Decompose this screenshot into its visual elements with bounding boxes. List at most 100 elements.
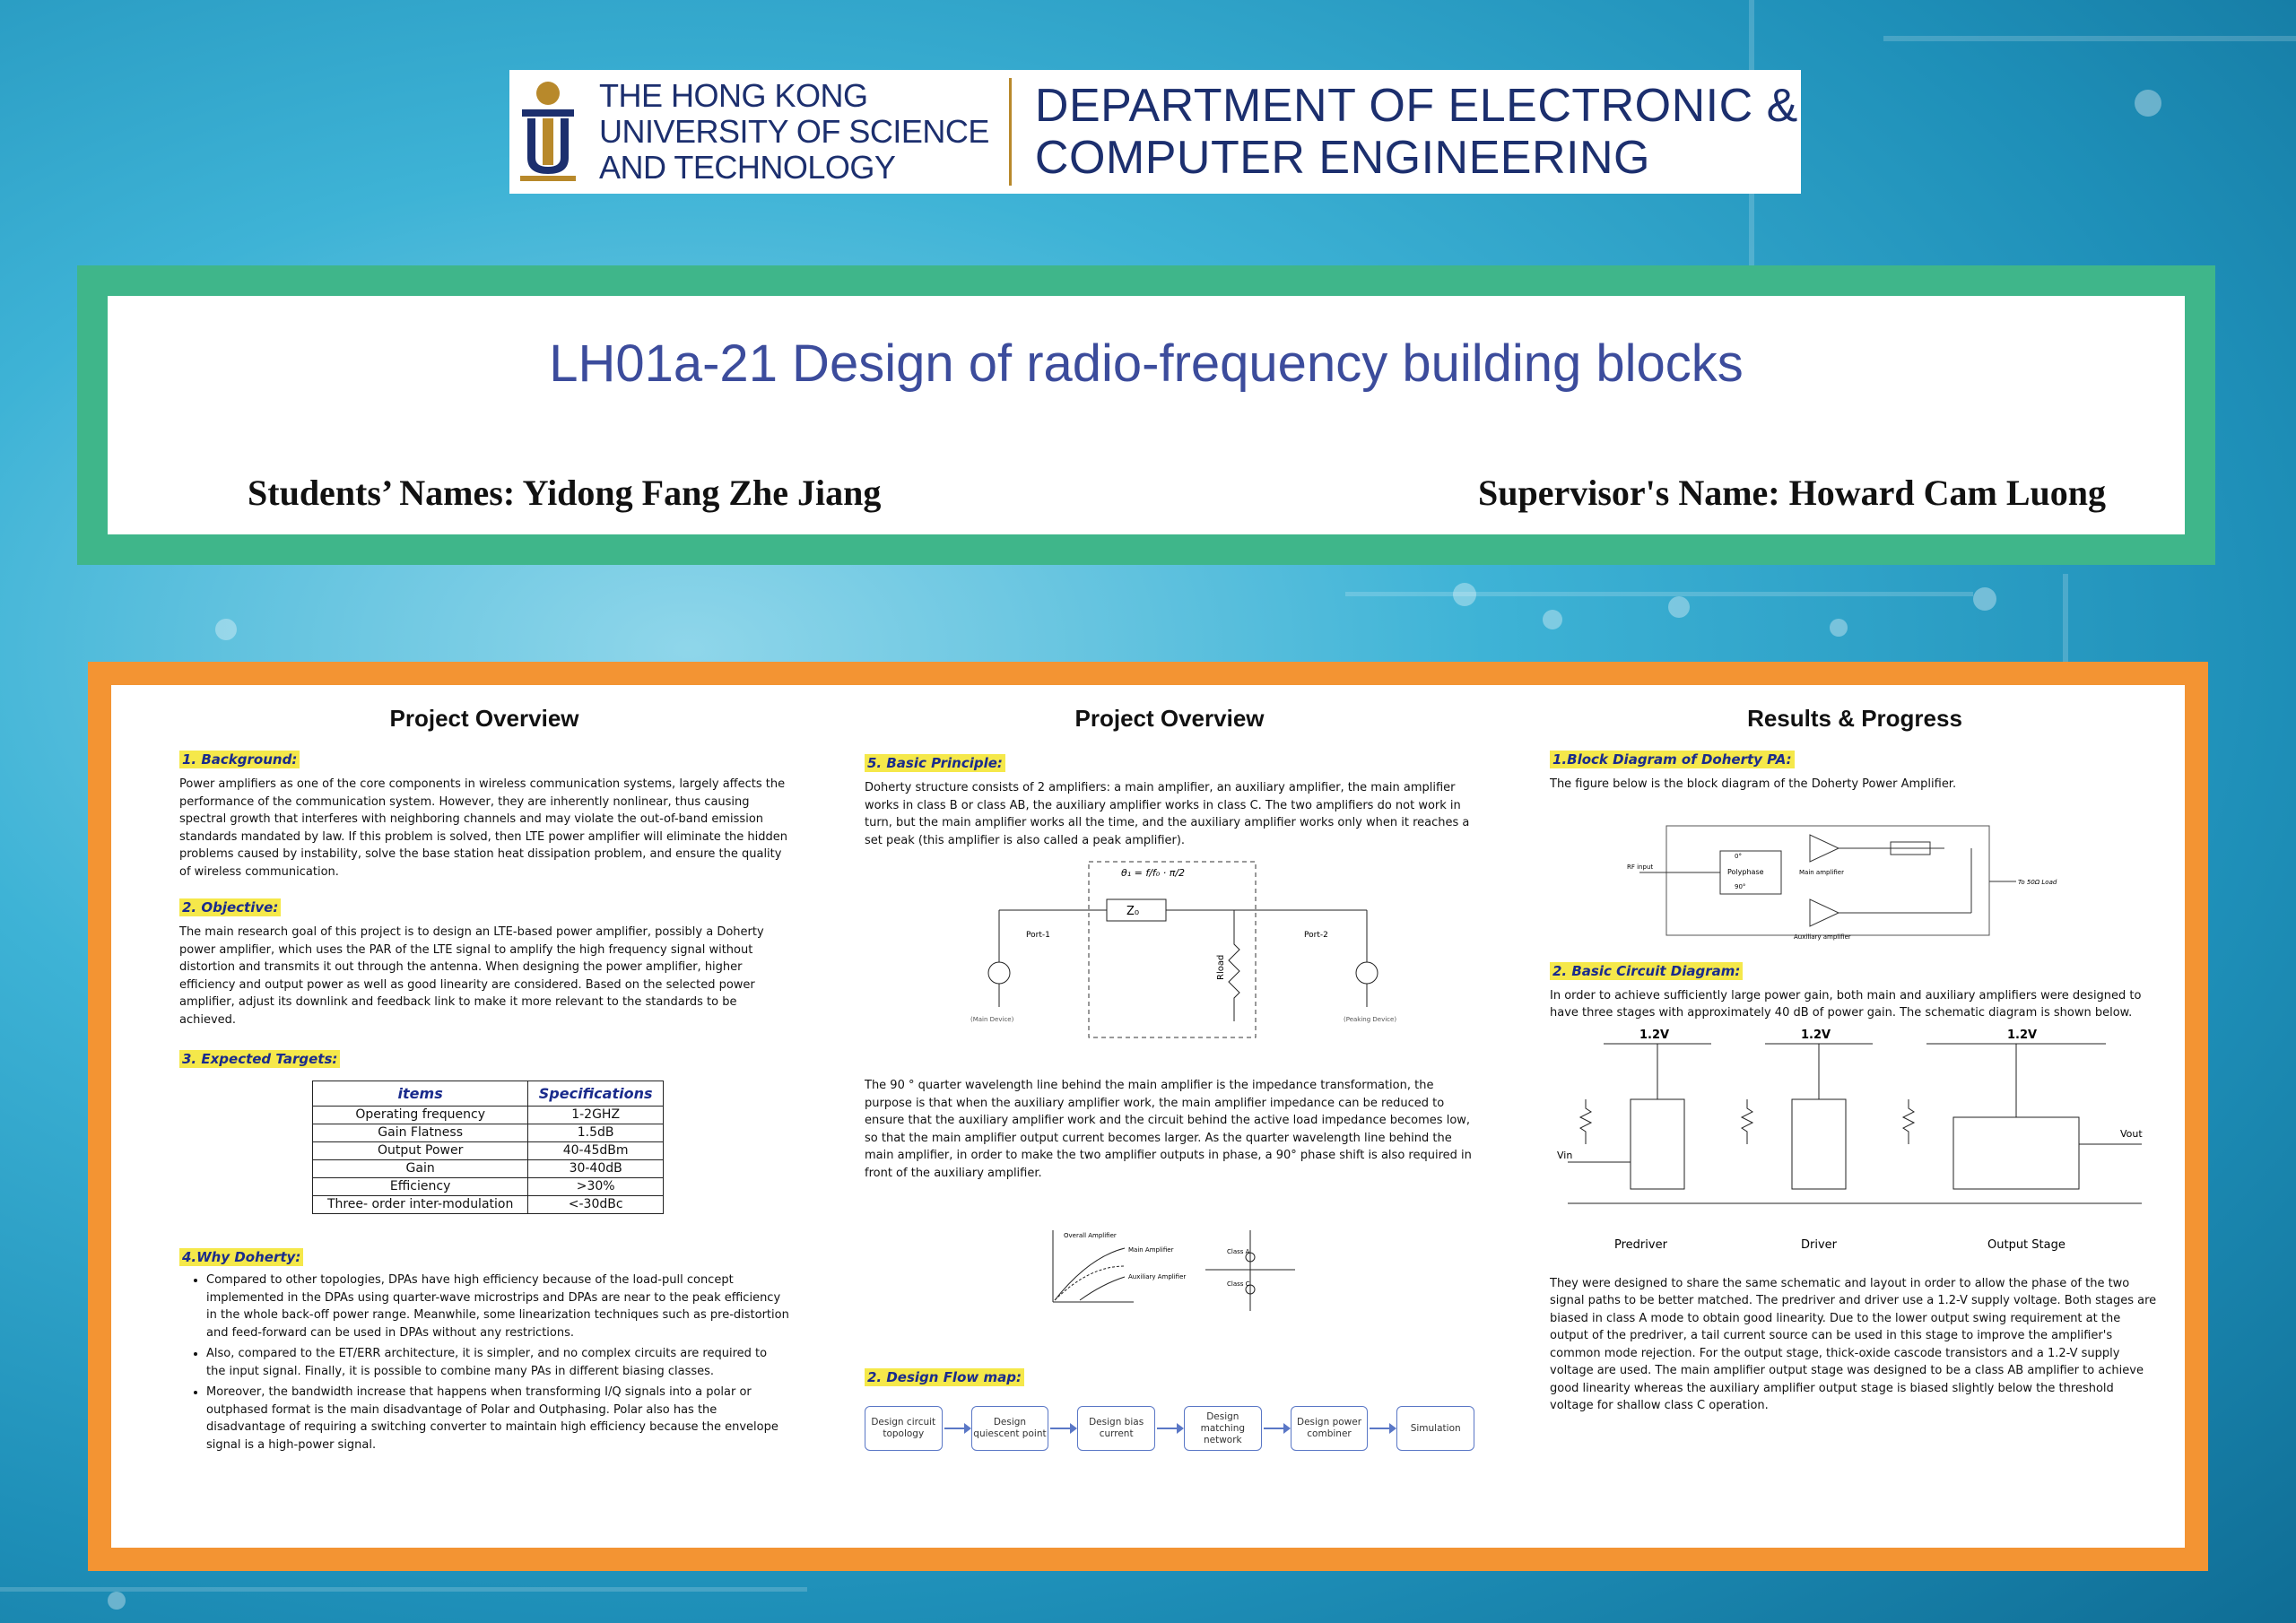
flow-arrow-icon: [944, 1423, 971, 1434]
flow-step: Simulation: [1396, 1406, 1474, 1451]
z0-label: Z₀: [1126, 905, 1139, 918]
background-paragraph: Power amplifiers as one of the core comp…: [179, 777, 787, 879]
specifications-table: items Specifications Operating frequency…: [311, 1081, 664, 1214]
svg-text:θ₁ = f/f₀ · π/2: θ₁ = f/f₀ · π/2: [1121, 867, 1185, 879]
flow-step: Design matching network: [1184, 1406, 1262, 1451]
circuit-paragraph: In order to achieve sufficiently large p…: [1550, 988, 2142, 1020]
section-heading-basic-principle: 5. Basic Principle:: [865, 754, 1005, 772]
table-cell: Gain: [311, 1159, 529, 1178]
flow-arrow-icon: [1156, 1423, 1185, 1434]
table-cell: 1-2GHZ: [527, 1106, 664, 1124]
section-heading-basic-circuit: 2. Basic Circuit Diagram:: [1550, 961, 1744, 980]
load-label: To 50Ω Load: [2018, 879, 2057, 886]
rload-label: Rload: [1216, 955, 1226, 980]
why-doherty-list: Compared to other topologies, DPAs have …: [206, 1271, 789, 1454]
column-heading: Project Overview: [389, 705, 579, 732]
department-name-line1: DEPARTMENT OF ELECTRONIC &: [1034, 80, 1798, 132]
aux-amp-block-label: Auxiliary amplifier: [1794, 933, 1851, 941]
column-project-overview-2: Project Overview 5. Basic Principle: Doh…: [865, 685, 1474, 1548]
amplifier-characteristics-figure: Overall Amplifier Main Amplifier Auxilia…: [1052, 1230, 1295, 1311]
polyphase-label: Polyphase: [1727, 868, 1764, 876]
driver-label: Driver: [1801, 1238, 1838, 1252]
section-heading-objective: 2. Objective:: [179, 898, 282, 916]
section-heading-why-doherty: 4.Why Doherty:: [179, 1248, 304, 1266]
flow-arrow-icon: [1263, 1423, 1291, 1434]
table-cell: >30%: [527, 1177, 664, 1196]
table-cell: 30-40dB: [527, 1159, 664, 1178]
output-stage-label: Output Stage: [1987, 1238, 2066, 1252]
title-panel-inner: LH01a-21 Design of radio-frequency build…: [108, 296, 2185, 534]
table-header-specifications: Specifications: [527, 1081, 664, 1107]
results-paragraph: They were designed to share the same sch…: [1550, 1276, 2157, 1413]
quarter-wave-paragraph: The 90 ° quarter wavelength line behind …: [865, 1079, 1472, 1180]
list-item: Compared to other topologies, DPAs have …: [206, 1271, 789, 1341]
section-heading-targets: 3. Expected Targets:: [179, 1050, 341, 1068]
hkust-name: THE HONG KONG UNIVERSITY OF SCIENCE AND …: [599, 78, 989, 186]
department-name: DEPARTMENT OF ELECTRONIC & COMPUTER ENGI…: [1035, 80, 1798, 184]
doherty-principle-diagram: θ₁ = f/f₀ · π/2 Z₀ Port-1 Port-2 Rload (…: [970, 861, 1396, 1038]
table-cell: 40-45dBm: [527, 1141, 664, 1160]
main-amp-block-label: Main amplifier: [1799, 869, 1844, 876]
principle-paragraph: Doherty structure consists of 2 amplifie…: [865, 781, 1470, 847]
table-cell: Efficiency: [311, 1177, 529, 1196]
overall-label: Overall Amplifier: [1064, 1232, 1117, 1239]
department-name-line2: COMPUTER ENGINEERING: [1034, 132, 1650, 184]
supervisor-name: Supervisor's Name: Howard Cam Luong: [1477, 473, 2106, 513]
class-c-label: Class C: [1227, 1280, 1250, 1288]
column-heading: Results & Progress: [1747, 705, 1962, 732]
vdd1-label: 1.2V: [1639, 1028, 1669, 1042]
hkust-name-line3: AND TECHNOLOGY: [599, 149, 896, 186]
column-results-progress: Results & Progress 1.Block Diagram of Do…: [1550, 685, 2160, 1548]
objective-paragraph: The main research goal of this project i…: [179, 925, 764, 1027]
basic-circuit-schematic: 1.2V 1.2V 1.2V Vin Vout Predriver Driver: [1557, 1028, 2143, 1252]
hkust-name-line1: THE HONG KONG: [599, 77, 868, 114]
aux-amp-label: Auxiliary Amplifier: [1128, 1273, 1186, 1280]
list-item: Also, compared to the ET/ERR architectur…: [206, 1345, 789, 1380]
flow-arrow-icon: [1050, 1423, 1078, 1434]
main-device-label: (Main Device): [970, 1016, 1014, 1023]
flow-step: Design quiescent point: [970, 1406, 1049, 1451]
table-row: Efficiency>30%: [311, 1177, 664, 1196]
content-panel: Project Overview 1. Background: Power am…: [88, 662, 2208, 1571]
table-cell: <-30dBc: [527, 1195, 664, 1214]
table-header-items: items: [311, 1081, 529, 1107]
flow-step: Design power combiner: [1290, 1406, 1369, 1451]
section-heading-block-diagram: 1.Block Diagram of Doherty PA:: [1550, 751, 1795, 768]
flow-step: Design bias current: [1077, 1406, 1155, 1451]
title-panel: LH01a-21 Design of radio-frequency build…: [77, 265, 2215, 565]
design-flow-map: Design circuit topology Design quiescent…: [865, 1406, 1474, 1451]
main-amp-label: Main Amplifier: [1128, 1246, 1174, 1254]
poster-title: LH01a-21 Design of radio-frequency build…: [549, 334, 1744, 393]
class-a-label: Class A: [1227, 1248, 1250, 1255]
port1-label: Port-1: [1026, 931, 1050, 940]
vdd2-label: 1.2V: [1801, 1028, 1831, 1042]
flow-arrow-icon: [1370, 1423, 1397, 1434]
section-heading-design-flow: 2. Design Flow map:: [865, 1368, 1024, 1386]
predriver-label: Predriver: [1614, 1238, 1668, 1252]
list-item: Moreover, the bandwidth increase that ha…: [206, 1384, 789, 1454]
vout-label: Vout: [2120, 1128, 2143, 1140]
university-logo-banner: THE HONG KONG UNIVERSITY OF SCIENCE AND …: [509, 70, 1801, 194]
hkust-name-line2: UNIVERSITY OF SCIENCE: [599, 113, 989, 150]
port2-label: Port-2: [1304, 931, 1328, 940]
doherty-block-diagram: 0° Polyphase 90° Main amplifier Auxiliar…: [1627, 825, 2057, 941]
table-cell: Output Power: [311, 1141, 529, 1160]
content-panel-inner: Project Overview 1. Background: Power am…: [111, 685, 2185, 1548]
column-heading: Project Overview: [1074, 705, 1265, 732]
rf-input-label: RF input: [1627, 864, 1653, 871]
deg90-label: 90°: [1735, 883, 1745, 890]
deg0-label: 0°: [1735, 853, 1742, 860]
vdd3-label: 1.2V: [2007, 1028, 2037, 1042]
hkust-emblem-icon: [520, 82, 576, 181]
section-heading-background: 1. Background:: [179, 751, 300, 768]
students-names: Students’ Names: Yidong Fang Zhe Jiang: [248, 473, 882, 513]
table-cell: Three- order inter-modulation: [311, 1195, 529, 1214]
flow-step: Design circuit topology: [865, 1406, 943, 1451]
table-cell: Gain Flatness: [311, 1124, 529, 1142]
block-diagram-paragraph: The figure below is the block diagram of…: [1550, 777, 1957, 791]
peak-device-label: (Peaking Device): [1344, 1016, 1396, 1023]
